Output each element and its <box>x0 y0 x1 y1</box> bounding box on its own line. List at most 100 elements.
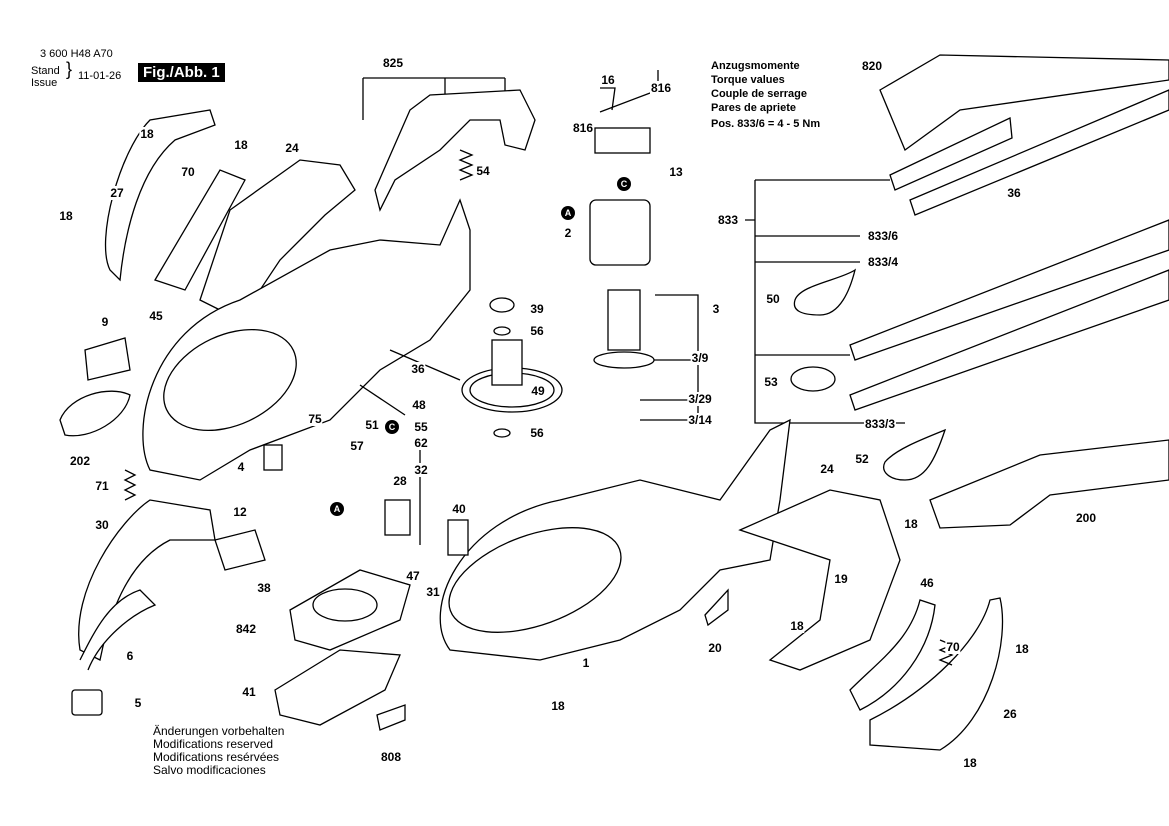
grip-46-part <box>849 599 936 711</box>
part-callout: 18 <box>233 138 249 152</box>
part-callout: 833/4 <box>866 255 900 269</box>
part-callout: 45 <box>148 309 164 323</box>
switch-part <box>263 444 283 471</box>
handle-cover-part <box>104 109 216 282</box>
part-callout: 202 <box>68 454 92 468</box>
torque-line: Anzugsmomente <box>711 60 800 72</box>
part-callout: 18 <box>903 517 919 531</box>
plug-part <box>71 689 103 716</box>
part-callout: 71 <box>94 479 110 493</box>
spring-54 <box>458 149 474 181</box>
part-callout: 18 <box>58 209 74 223</box>
blade-guard-52-part <box>883 428 947 481</box>
part-callout: 816 <box>571 121 595 135</box>
issue-label: Issue <box>31 77 58 89</box>
part-callout: 18 <box>550 699 566 713</box>
spring-71 <box>123 469 137 501</box>
part-callout: 9 <box>100 315 110 329</box>
torque-line: Torque values <box>711 74 785 86</box>
base-plate-part <box>289 569 411 651</box>
part-callout: 808 <box>379 750 403 764</box>
brace: } <box>66 59 73 79</box>
part-callout: 18 <box>139 127 155 141</box>
brush-holder-part <box>594 127 651 154</box>
bottom-cover-part <box>274 649 401 726</box>
label-9-part <box>84 337 131 381</box>
blade-sheath-part <box>929 439 1169 529</box>
part-callout: 24 <box>819 462 835 476</box>
part-callout: 24 <box>284 141 300 155</box>
part-callout: 31 <box>425 585 441 599</box>
part-callout: 200 <box>1074 511 1098 525</box>
part-callout: 40 <box>451 502 467 516</box>
part-callout: 52 <box>854 452 870 466</box>
torque-spec: Pos. 833/6 = 4 - 5 Nm <box>711 118 821 130</box>
note-line: Salvo modificaciones <box>153 763 266 777</box>
part-callout: 36 <box>1006 186 1022 200</box>
part-callout: 816 <box>649 81 673 95</box>
grip-part <box>154 169 246 291</box>
part-callout: 18 <box>789 619 805 633</box>
reference-marker: C <box>617 177 631 191</box>
part-callout: 833 <box>716 213 740 227</box>
part-callout: 19 <box>833 572 849 586</box>
part-callout: 3/9 <box>690 351 710 365</box>
modifications-note: Änderungen vorbehalten Modifications res… <box>153 725 284 777</box>
armature-part <box>607 289 641 351</box>
part-callout: 38 <box>256 581 272 595</box>
cutting-blade-part-lower <box>849 269 1169 411</box>
part-28 <box>384 499 411 536</box>
part-callout: 70 <box>945 640 961 654</box>
part-callout: 48 <box>411 398 427 412</box>
part-callout: 54 <box>475 164 491 178</box>
torque-note: Anzugsmomente Torque values Couple de se… <box>711 59 820 131</box>
part-callout: 47 <box>405 569 421 583</box>
part-callout: 26 <box>1002 707 1018 721</box>
reference-marker: C <box>385 420 399 434</box>
bow-handle-part <box>374 89 536 212</box>
part-callout: 56 <box>529 324 545 338</box>
part-callout: 32 <box>413 463 429 477</box>
part-callout: 57 <box>349 439 365 453</box>
part-callout: 75 <box>307 412 323 426</box>
stator-part <box>589 199 651 266</box>
part-callout: 39 <box>529 302 545 316</box>
part-callout: 3/14 <box>687 413 713 427</box>
label-20-part <box>704 588 729 627</box>
part-callout: 49 <box>530 384 546 398</box>
part-callout: 3/29 <box>687 392 713 406</box>
part-callout: 12 <box>232 505 248 519</box>
clip-53-part <box>790 366 836 392</box>
label-808-part <box>376 704 406 731</box>
part-number: 3 600 H48 A70 <box>40 48 113 60</box>
blade-guard-rail-part <box>879 54 1169 152</box>
part-callout: 55 <box>413 420 429 434</box>
part-callout: 53 <box>763 375 779 389</box>
part-callout: 16 <box>600 73 616 87</box>
part-callout: 825 <box>381 56 405 70</box>
cutting-blade-part <box>849 219 1169 361</box>
leader-825 <box>362 77 506 120</box>
hand-guard-part <box>869 597 1004 751</box>
leader-833 <box>745 179 905 424</box>
part-callout: 28 <box>392 474 408 488</box>
issue-date: 11-01-26 <box>78 70 122 82</box>
blade-bar-part <box>889 89 1169 216</box>
part-callout: 833/3 <box>863 417 897 431</box>
reference-marker: A <box>330 502 344 516</box>
part-callout: 56 <box>529 426 545 440</box>
part-callout: 833/6 <box>866 229 900 243</box>
right-shell-part <box>738 489 901 671</box>
part-callout: 18 <box>962 756 978 770</box>
part-callout: 4 <box>236 460 246 474</box>
note-line: Modifications reserved <box>153 737 274 751</box>
part-callout: 36 <box>410 362 426 376</box>
note-line: Änderungen vorbehalten <box>153 724 285 738</box>
part-callout: 62 <box>413 436 429 450</box>
part-callout: 2 <box>563 226 573 240</box>
reference-marker: A <box>561 206 575 220</box>
cable-part <box>79 589 157 671</box>
part-12 <box>214 529 266 571</box>
